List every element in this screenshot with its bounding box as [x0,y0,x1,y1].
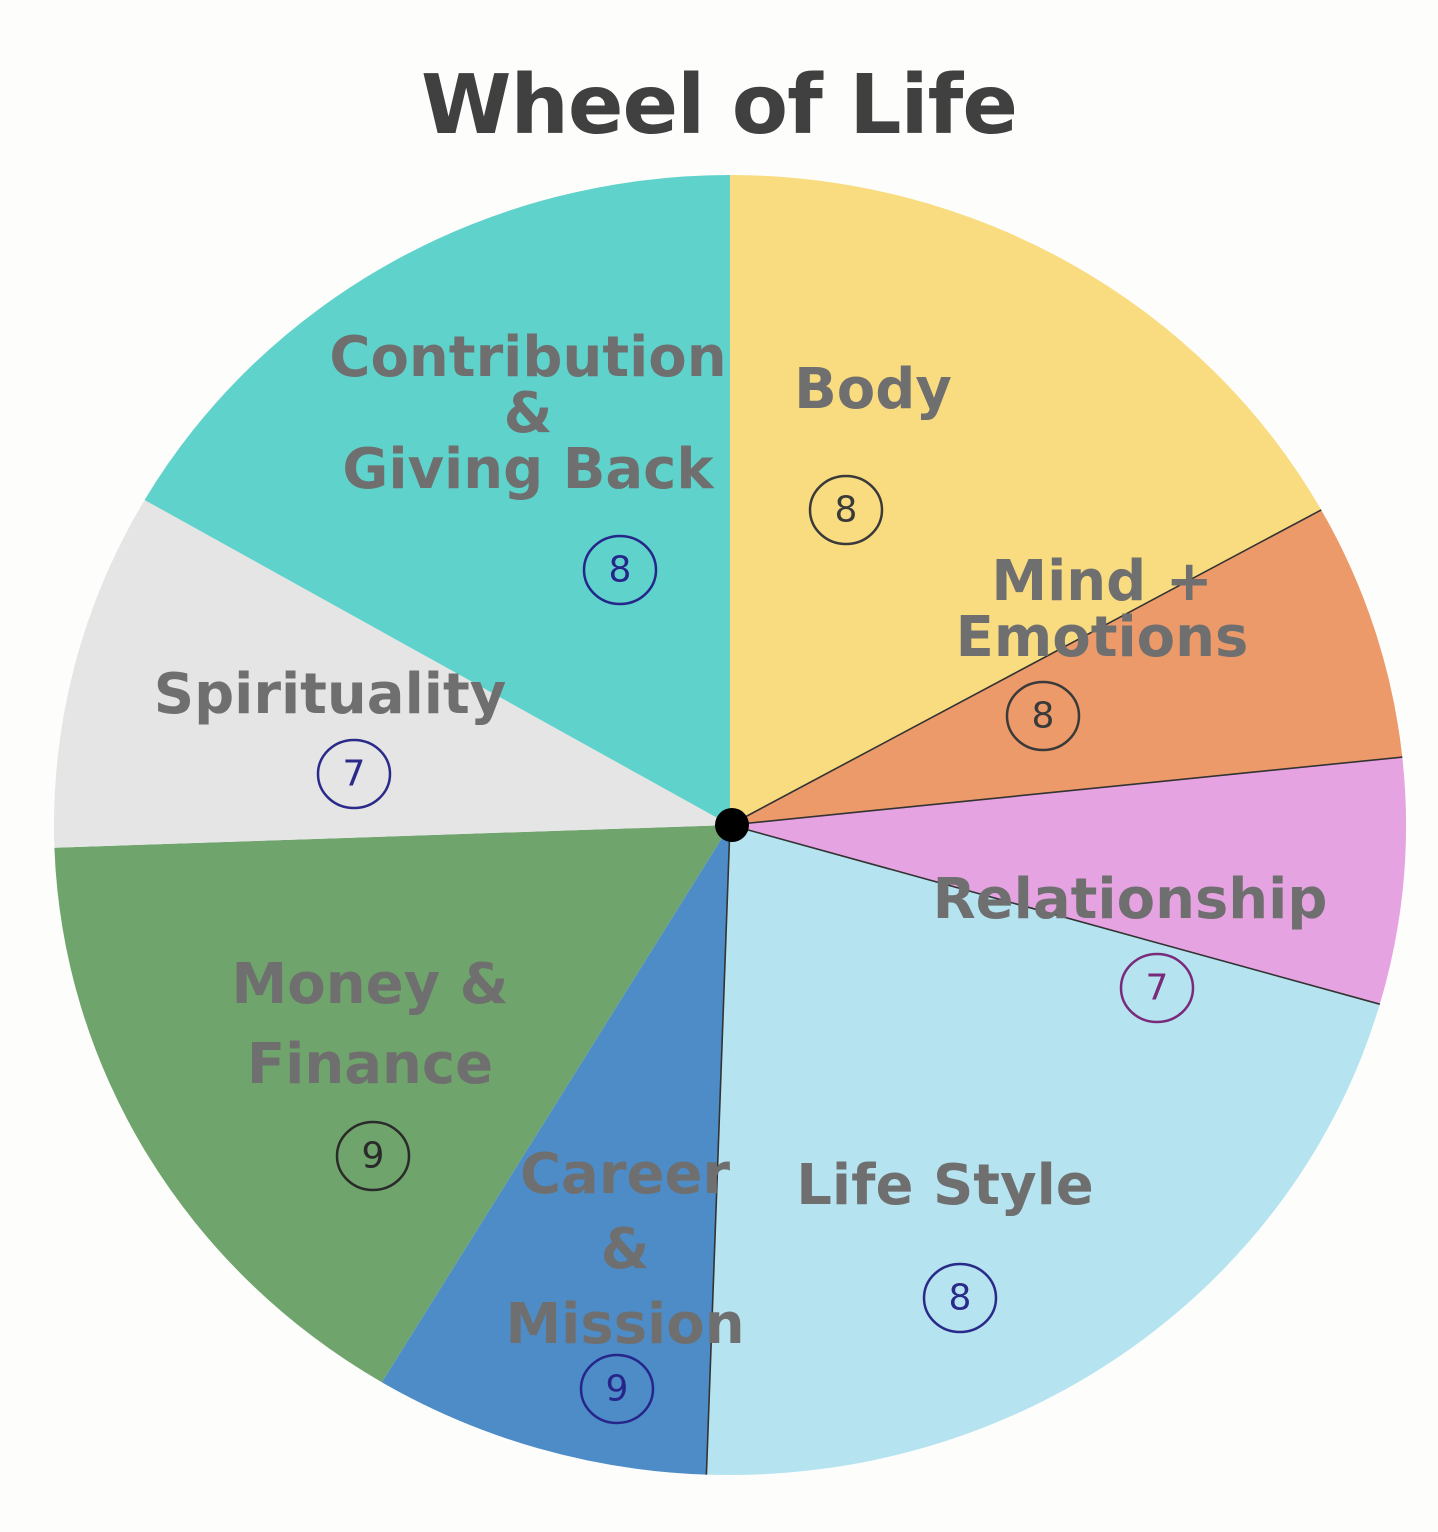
segment-body [730,175,1322,825]
segment-label: Relationship [933,867,1328,932]
segment-label: Mind +Emotions [956,549,1249,670]
score-value: 8 [609,550,632,591]
divider-line [729,756,1403,826]
segment-label-line: Body [794,357,952,422]
segment-label: Contribution&Giving Back [329,325,726,502]
segment-life-style [706,825,1380,1475]
segment-money-finance [54,825,730,1383]
segment-label-line: Mission [505,1292,744,1357]
divider-lines [705,509,1403,1475]
score-circle [922,1262,998,1334]
segment-label: Body [794,357,952,422]
segment-label: Money & Finance [232,952,509,1097]
segment-label-line: & [601,1217,650,1282]
center-dot [715,808,749,842]
score-value: 8 [949,1278,972,1319]
score-value: 7 [343,754,366,795]
score-value: 9 [362,1136,385,1177]
segment-label-line: Mind + [991,549,1212,614]
segment-relationship [730,757,1406,1005]
segment-mind-emotions [730,509,1403,825]
score-value: 7 [1146,968,1169,1009]
segment-label-line: Relationship [933,867,1328,932]
score-circle [579,1353,655,1425]
score-circle [1119,952,1195,1024]
segment-label-line: & [504,381,553,446]
segment-label-line: Life Style [796,1153,1094,1218]
score-circle [808,474,884,546]
divider-line [729,509,1322,826]
score-value: 8 [1032,696,1055,737]
score-circle [316,738,392,810]
segment-label-line: Money & [232,952,509,1017]
divider-line [729,824,1381,1005]
segment-label-line: Spirituality [154,662,507,727]
segment-label: Career & Mission [505,1142,744,1357]
segment-contribution-giving-back [144,175,731,825]
score-circle [1005,680,1081,752]
segment-label: Spirituality [154,662,507,727]
segment-label-line: Contribution [329,325,726,390]
segment-label-line: Emotions [956,605,1249,670]
segment-label: Life Style [796,1153,1094,1218]
divider-line [705,824,731,1475]
segment-label-line: Career [520,1142,730,1207]
score-value: 9 [606,1369,629,1410]
score-circle [582,534,658,606]
segment-career-mission [381,825,730,1475]
score-value: 8 [835,490,858,531]
score-circle [335,1120,411,1192]
wheel-title: Wheel of Life [421,58,1018,153]
segment-spirituality [53,500,730,848]
segment-label-line: Giving Back [342,437,715,502]
segment-label-line: Finance [247,1032,493,1097]
segments-layer [53,175,1406,1475]
